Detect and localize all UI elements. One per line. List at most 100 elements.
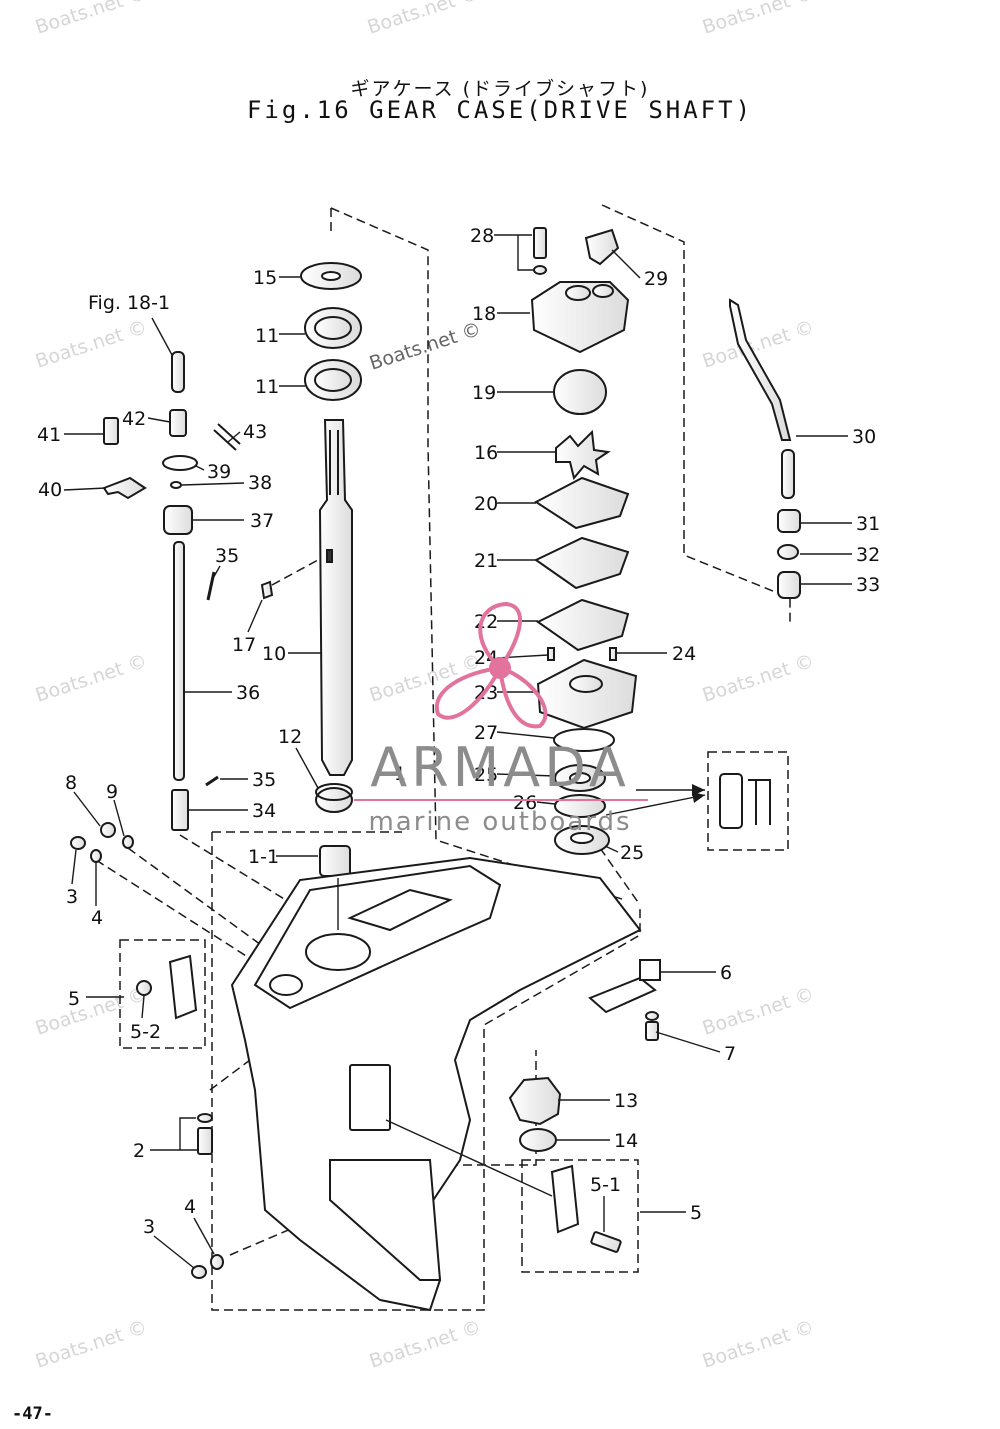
- callout-label: 9: [106, 781, 118, 803]
- callout-label: 10: [262, 643, 286, 665]
- arrow-head-icon: [692, 792, 705, 803]
- bolt-part: [197, 1127, 213, 1155]
- leader-line: [141, 995, 145, 1019]
- callout-label: 20: [474, 493, 498, 515]
- shaft-pin: [260, 580, 274, 600]
- callout-label: 37: [250, 510, 274, 532]
- watermark-text: Boats.net ©: [700, 650, 817, 707]
- callout-label: 15: [253, 267, 277, 289]
- o-ring-part: [162, 455, 198, 471]
- shaft-key-slot: [326, 549, 333, 563]
- pin-part: [205, 775, 219, 787]
- detail-clip: [748, 779, 771, 825]
- bearing-inner: [314, 368, 352, 392]
- callout-label: 8: [65, 772, 77, 794]
- gear-case-housing: [168, 773, 771, 1312]
- shift-rod-upper: [171, 351, 185, 393]
- callout-label: 25: [474, 764, 498, 786]
- pump-housing-boss: [592, 284, 614, 298]
- o-ring-part: [553, 728, 615, 752]
- shift-cam-part: [171, 789, 189, 831]
- nut-part: [519, 1128, 557, 1152]
- callout-label: 33: [856, 574, 880, 596]
- title-english: Fig.16 GEAR CASE(DRIVE SHAFT): [246, 96, 754, 124]
- callout-label: 27: [474, 722, 498, 744]
- callout-label: 1: [394, 763, 406, 785]
- part-callouts: 15 11 11 28 29 18 19 16 20 21 22 24 24 2…: [37, 225, 880, 1238]
- armada-logo: ARMADA marine outboards: [354, 601, 648, 837]
- callout-label: 5-2: [130, 1021, 161, 1043]
- bearing-inner: [314, 316, 352, 340]
- callout-label: 16: [474, 442, 498, 464]
- washer-part: [122, 835, 134, 849]
- callout-label: 32: [856, 544, 880, 566]
- drive-shaft: [318, 419, 353, 776]
- propeller-logo-icon: [434, 601, 548, 729]
- leader-line: [611, 249, 641, 279]
- leader-line: [385, 1119, 553, 1197]
- drive-shaft-assembly: [260, 262, 362, 877]
- shift-rod: [173, 541, 185, 781]
- leader-line: [73, 791, 101, 827]
- cross-reference-label: Fig. 18-1: [88, 292, 170, 314]
- pinion-gear: [508, 1076, 562, 1126]
- bolt-part: [533, 227, 547, 259]
- washer-part: [210, 1254, 224, 1270]
- guide-line-screen-2: [521, 1159, 639, 1273]
- callout-label: 1-1: [248, 846, 279, 868]
- watermark-text: Boats.net ©: [700, 0, 817, 39]
- leader-line: [536, 801, 556, 805]
- gasket-part: [536, 598, 630, 652]
- callout-label: 41: [37, 424, 61, 446]
- leader-line: [153, 1235, 195, 1269]
- leader-line: [71, 849, 77, 885]
- plate-part: [534, 536, 630, 590]
- callout-label: 5: [68, 988, 80, 1010]
- bushing-part: [319, 845, 351, 877]
- callout-label: 12: [278, 726, 302, 748]
- seal-hole: [569, 772, 591, 784]
- guide-line-pump: [601, 204, 791, 622]
- leader-line: [227, 431, 241, 443]
- leader-line: [63, 487, 107, 491]
- callout-label: 42: [122, 408, 146, 430]
- watermark-text: Boats.net ©: [33, 1316, 150, 1373]
- nut-part: [100, 822, 116, 838]
- water-tube: [729, 298, 792, 441]
- spring-coil: [315, 783, 353, 801]
- screen-part: [168, 954, 198, 1020]
- callout-label: 43: [243, 421, 267, 443]
- watermark-text: Boats.net ©: [33, 650, 150, 707]
- guide-line-screen: [119, 939, 206, 1049]
- callout-label: 7: [724, 1043, 736, 1065]
- pump-case-hub: [569, 675, 603, 693]
- gear-case-skeg: [329, 1159, 442, 1281]
- bracket-part: [639, 959, 661, 981]
- callout-label: 3: [66, 886, 78, 908]
- leader-line: [151, 317, 173, 356]
- callout-label: 14: [614, 1130, 638, 1152]
- propeller-hub: [489, 657, 511, 679]
- leader-line: [211, 565, 221, 581]
- callout-label: 21: [474, 550, 498, 572]
- pin-part: [213, 423, 241, 451]
- grommet-part: [584, 228, 620, 266]
- dowel-pin: [547, 647, 555, 661]
- guide-line-bolt: [95, 847, 301, 1256]
- insert-part: [553, 369, 607, 415]
- pump-housing-boss: [565, 285, 591, 301]
- lever-part: [102, 476, 147, 500]
- callout-label: 28: [470, 225, 494, 247]
- callout-label: 34: [252, 800, 276, 822]
- callout-label: 40: [38, 479, 62, 501]
- water-tube-assembly: [729, 298, 801, 599]
- callout-label: 29: [644, 268, 668, 290]
- callout-label: 17: [232, 634, 256, 656]
- callout-label: 24: [672, 643, 696, 665]
- gear-case-bore: [269, 974, 303, 996]
- callout-label: 4: [184, 1196, 196, 1218]
- leader-line: [604, 845, 619, 853]
- leader-line: [150, 1117, 198, 1151]
